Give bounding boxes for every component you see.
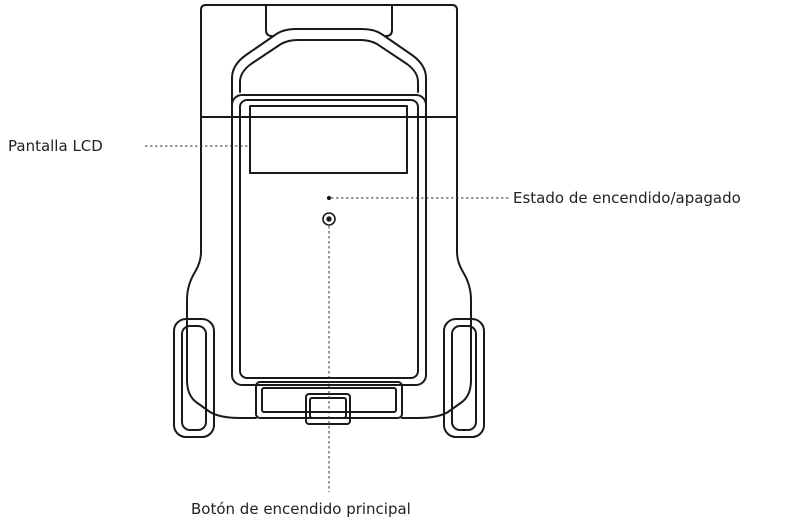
left-wheel <box>173 318 215 438</box>
top-handle-right-post <box>385 4 393 37</box>
lcd-screen-label: Pantalla LCD <box>8 137 103 155</box>
front-panel-outer <box>231 94 427 386</box>
right-wheel-inner <box>451 325 477 431</box>
center-latch <box>305 393 351 425</box>
top-handle-left-post <box>265 4 273 37</box>
left-wheel-inner <box>181 325 207 431</box>
front-bezel-inner <box>239 39 419 93</box>
power-button-outer[interactable] <box>322 212 336 226</box>
front-bezel-outer <box>231 28 427 118</box>
center-latch-tab <box>309 397 347 419</box>
power-status-label: Estado de encendido/apagado <box>513 189 741 207</box>
status-led <box>326 195 332 201</box>
main-power-button-label: Botón de encendido principal <box>191 500 411 518</box>
main-body-right <box>401 116 472 419</box>
power-button-inner <box>326 216 332 222</box>
main-body-left <box>186 116 257 419</box>
right-wheel <box>443 318 485 438</box>
